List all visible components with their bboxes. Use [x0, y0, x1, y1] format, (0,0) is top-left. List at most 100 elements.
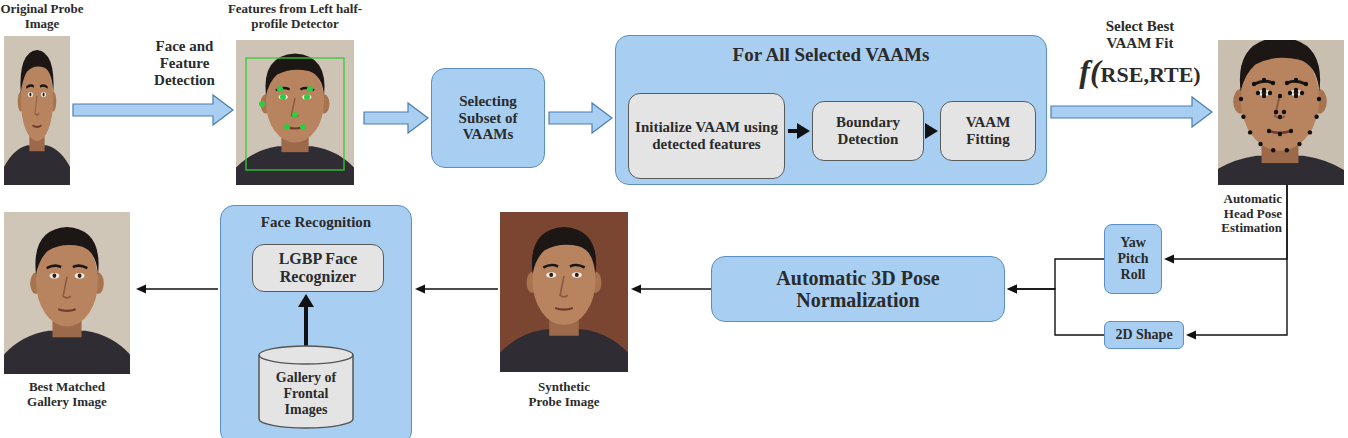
block-arrow [364, 103, 428, 133]
photo-part [1248, 130, 1252, 134]
group-box: For All Selected VAAMsInitialize VAAM us… [615, 35, 1047, 185]
connector-arrow [631, 285, 711, 294]
image-caption: Original Probe Image [0, 2, 84, 31]
photo-part [1268, 91, 1272, 95]
photo-part [1256, 91, 1260, 95]
photo-part [1282, 110, 1286, 114]
box-label: Yaw Pitch Roll [1108, 235, 1158, 282]
photo-part [1218, 40, 1344, 185]
photo-part [1271, 81, 1275, 85]
photo-part [300, 124, 306, 130]
connector-line [788, 129, 800, 133]
photo-part [1288, 91, 1292, 95]
arrowhead [797, 123, 810, 139]
process-box: 2D Shape [1104, 321, 1184, 349]
arrowhead [136, 285, 146, 294]
photo-frame: Synthetic Probe Image [500, 212, 628, 372]
cylinder-body [259, 346, 353, 428]
photo-frame: Original Probe Image [4, 36, 70, 185]
photo-part [1294, 88, 1298, 92]
process-box: Boundary Detection [812, 101, 924, 161]
box-label: Gallery of Frontal Images [262, 370, 350, 417]
photo-part [236, 54, 354, 185]
photo-part [1317, 97, 1321, 101]
block-arrow [549, 103, 612, 133]
arrowhead [1007, 285, 1017, 294]
image-caption: Automatic Head Pose Estimation [1196, 192, 1282, 236]
box-label: Automatic 3D Pose Normalization [718, 267, 998, 312]
process-box: Automatic 3D Pose Normalization [711, 256, 1005, 322]
photo-part [4, 212, 130, 374]
group-heading: Face Recognition [221, 214, 411, 231]
photo-part [246, 58, 344, 170]
photo-part [1278, 132, 1282, 136]
box-label: Boundary Detection [819, 114, 917, 148]
photo-part [1252, 82, 1256, 86]
photo-part [1262, 88, 1266, 92]
cylinder-rim [259, 355, 353, 364]
process-box: VAAM Fitting [940, 101, 1036, 161]
probe-photo [4, 36, 70, 185]
arrowhead [631, 285, 641, 294]
photo-part [1300, 91, 1304, 95]
image-caption: Best Matched Gallery Image [17, 380, 117, 409]
photo-part [1239, 78, 1321, 153]
photo-part [259, 86, 313, 130]
arrowhead [1186, 331, 1196, 340]
connector-arrow [1007, 285, 1104, 336]
group-box: Face RecognitionLGBP Face RecognizerGall… [220, 205, 412, 438]
connector-arrow [1186, 185, 1287, 340]
connector-line [1015, 259, 1104, 289]
photo-part [1297, 142, 1301, 146]
connector-line [925, 129, 930, 133]
synthetic-photo [500, 212, 628, 372]
box-label: Initialize VAAM using detected features [635, 119, 778, 153]
photo-part [280, 94, 286, 100]
label-holder: Face and Feature Detection [142, 38, 227, 88]
photo-part [277, 86, 283, 92]
gallery-photo [4, 212, 130, 374]
photo-part [1239, 97, 1243, 101]
photo-part [4, 36, 70, 185]
photo-part [1285, 148, 1289, 152]
connector-arrow [73, 95, 233, 125]
connector-arrow [925, 123, 938, 139]
connector-arrow [364, 103, 428, 133]
process-box: LGBP Face Recognizer [252, 244, 384, 292]
connector-line [1015, 289, 1104, 335]
connector-arrow [1164, 185, 1287, 264]
box-label: Selecting Subset of VAAMs [438, 93, 538, 143]
photo-part [304, 94, 310, 100]
process-box: Initialize VAAM using detected features [628, 93, 785, 179]
label-holder: f(RSE,RTE) [1070, 54, 1210, 90]
database-cylinder: Gallery of Frontal Images [258, 346, 354, 428]
label-holder: Select Best VAAM Fit [1085, 18, 1195, 52]
photo-part [284, 124, 290, 130]
connector-line [1194, 185, 1287, 335]
photo-part [236, 40, 354, 185]
fitted-model-photo [1218, 40, 1344, 185]
box-label: LGBP Face Recognizer [259, 250, 377, 286]
detected-features-photo [236, 40, 354, 185]
arrowhead [925, 123, 938, 139]
connector-arrow [136, 285, 218, 294]
photo-part [500, 227, 628, 372]
photo-part [1258, 142, 1262, 146]
arrow-label: Face and Feature Detection [142, 38, 227, 88]
photo-part [1294, 94, 1298, 98]
image-caption: Synthetic Probe Image [524, 380, 604, 409]
connector-line [144, 288, 218, 289]
arrowhead [1164, 255, 1174, 264]
photo-part [259, 101, 265, 107]
photo-part [1285, 81, 1289, 85]
process-box: Yaw Pitch Roll [1104, 224, 1162, 294]
connector-arrow [1051, 97, 1212, 127]
block-arrow [1051, 97, 1212, 127]
connector-arrow [415, 285, 498, 294]
photo-part [4, 227, 130, 374]
connector-line [304, 304, 308, 347]
image-caption: Features from Left half-profile Detector [215, 2, 375, 31]
photo-part [1262, 78, 1266, 82]
photo-part [1274, 110, 1278, 114]
arrow-label: Select Best VAAM Fit [1085, 18, 1195, 52]
